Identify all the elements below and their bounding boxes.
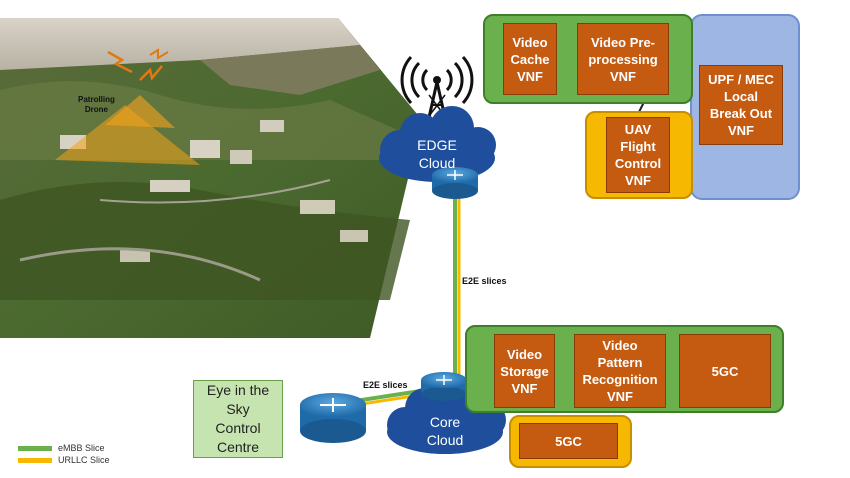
video-pattern-recognition-vnf: Video Pattern Recognition VNF	[574, 334, 666, 408]
control-centre-router-icon	[300, 393, 366, 443]
vertical-link-label: E2E slices	[462, 276, 507, 286]
core-router-icon	[421, 372, 467, 401]
uav-flight-control-vnf: UAV Flight Control VNF	[606, 117, 670, 193]
legend-urllc-label: URLLC Slice	[58, 455, 110, 465]
legend-urllc-swatch	[18, 458, 52, 463]
urllc-5gc: 5GC	[519, 423, 618, 459]
edge-router-icon	[432, 167, 478, 199]
drone-label: Patrolling Drone	[78, 95, 115, 114]
core-cloud-label: Core Cloud	[426, 414, 464, 448]
legend-embb-swatch	[18, 446, 52, 451]
control-centre-box: Eye in the Sky Control Centre	[193, 380, 283, 458]
embb-5gc: 5GC	[679, 334, 771, 408]
aerial-campus-photo	[0, 18, 422, 338]
video-preprocessing-vnf: Video Pre- processing VNF	[577, 23, 669, 95]
video-cache-vnf: Video Cache VNF	[503, 23, 557, 95]
edge-cloud-label: EDGE Cloud	[417, 137, 457, 171]
horizontal-link-label: E2E slices	[363, 380, 408, 390]
legend-embb-label: eMBB Slice	[58, 443, 105, 453]
video-storage-vnf: Video Storage VNF	[494, 334, 555, 408]
upf-mec-vnf: UPF / MEC Local Break Out VNF	[699, 65, 783, 145]
